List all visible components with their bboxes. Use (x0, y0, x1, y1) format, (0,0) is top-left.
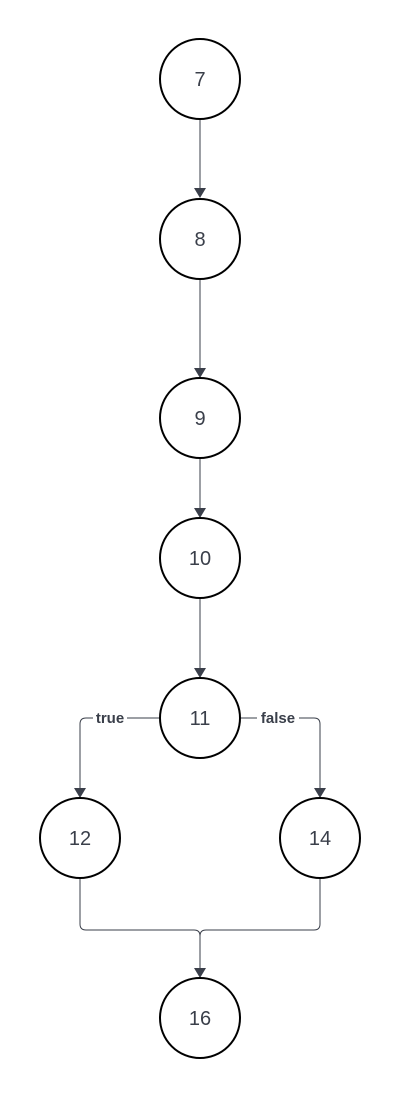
node-8-label: 8 (194, 229, 205, 251)
node-9-label: 9 (194, 408, 205, 430)
node-7[interactable]: 7 (159, 38, 241, 120)
node-10-circle (159, 517, 241, 599)
node-12[interactable]: 12 (39, 797, 121, 879)
node-9[interactable]: 9 (159, 377, 241, 459)
node-14-label: 14 (309, 828, 331, 850)
edge-label-true: true (96, 710, 124, 727)
node-7-label: 7 (194, 69, 205, 91)
edge-12-to-16 (79, 878, 206, 978)
node-9-circle (159, 377, 241, 459)
edges (74, 120, 326, 978)
node-16-circle (159, 977, 241, 1059)
node-11[interactable]: 11 (159, 677, 241, 759)
edge-labels: true false (93, 709, 299, 727)
node-8-circle (159, 198, 241, 280)
edge-label-false: false (261, 710, 295, 727)
node-11-label: 11 (190, 708, 211, 730)
edge-11-to-14 (240, 717, 326, 798)
node-11-circle (159, 677, 241, 759)
edge-14-to-16 (199, 878, 321, 937)
node-10[interactable]: 10 (159, 517, 241, 599)
node-16[interactable]: 16 (159, 977, 241, 1059)
node-14-circle (279, 797, 361, 879)
node-7-circle (159, 38, 241, 120)
node-8[interactable]: 8 (159, 198, 241, 280)
node-10-label: 10 (189, 548, 211, 570)
nodes: 7 8 9 10 11 12 14 16 (39, 38, 361, 1059)
node-12-circle (39, 797, 121, 879)
node-14[interactable]: 14 (279, 797, 361, 879)
edge-11-to-12 (74, 717, 160, 798)
node-12-label: 12 (69, 828, 91, 850)
node-16-label: 16 (189, 1008, 211, 1030)
